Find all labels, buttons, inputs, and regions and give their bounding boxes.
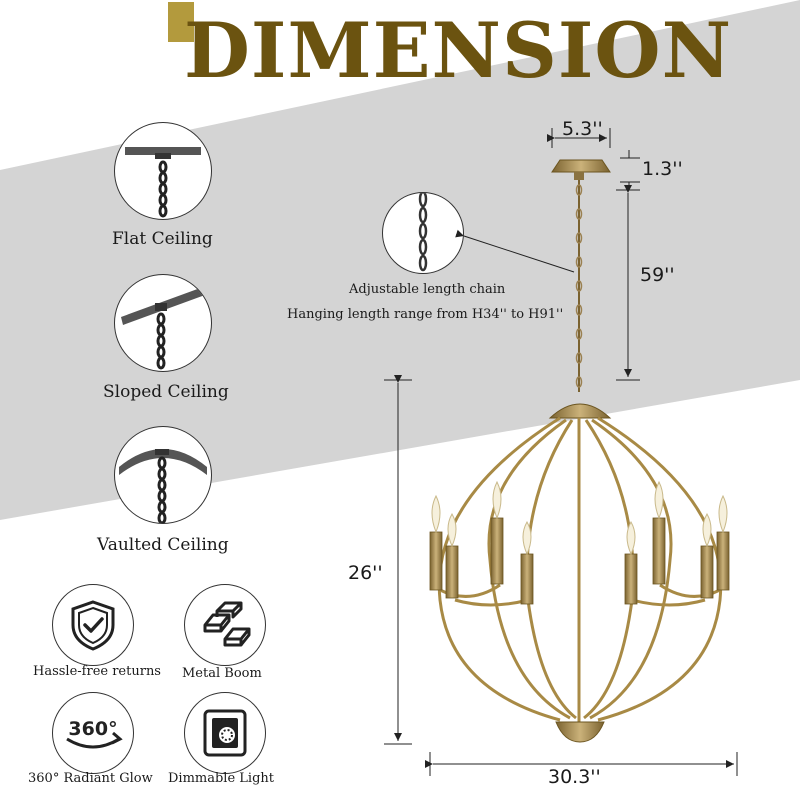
- canopy-height-dimension: 1.3'': [642, 158, 683, 180]
- vaulted-ceiling-icon: [114, 426, 212, 524]
- flat-ceiling-label: Flat Ceiling: [112, 229, 213, 249]
- 360-icon-text: 360°: [68, 718, 117, 740]
- flat-ceiling-icon: [114, 122, 212, 220]
- canopy-width-dimension: 5.3'': [562, 118, 603, 140]
- sloped-ceiling-icon: [114, 274, 212, 372]
- sloped-ceiling-label: Sloped Ceiling: [103, 382, 229, 402]
- metal-bars-icon: [184, 584, 266, 666]
- 360-rotate-icon: 360°: [52, 692, 134, 774]
- hassle-free-returns-label: Hassle-free returns: [33, 664, 161, 679]
- radiant-glow-label: 360° Radiant Glow: [28, 771, 153, 786]
- shield-check-icon: [52, 584, 134, 666]
- title-accent: [168, 2, 194, 42]
- chain-note-line2: Hanging length range from H34'' to H91'': [287, 307, 564, 322]
- chain-closeup-icon: [382, 192, 464, 274]
- vaulted-ceiling-label: Vaulted Ceiling: [97, 535, 229, 555]
- body-width-dimension: 30.3'': [548, 766, 601, 788]
- dimmable-light-label: Dimmable Light: [168, 771, 274, 786]
- metal-boom-label: Metal Boom: [182, 666, 262, 681]
- body-height-dimension: 26'': [348, 562, 383, 584]
- page-title: DIMENSION: [184, 6, 733, 95]
- dimmer-switch-icon: [184, 692, 266, 774]
- chain-note-line1: Adjustable length chain: [349, 282, 506, 297]
- chain-length-dimension: 59'': [640, 264, 675, 286]
